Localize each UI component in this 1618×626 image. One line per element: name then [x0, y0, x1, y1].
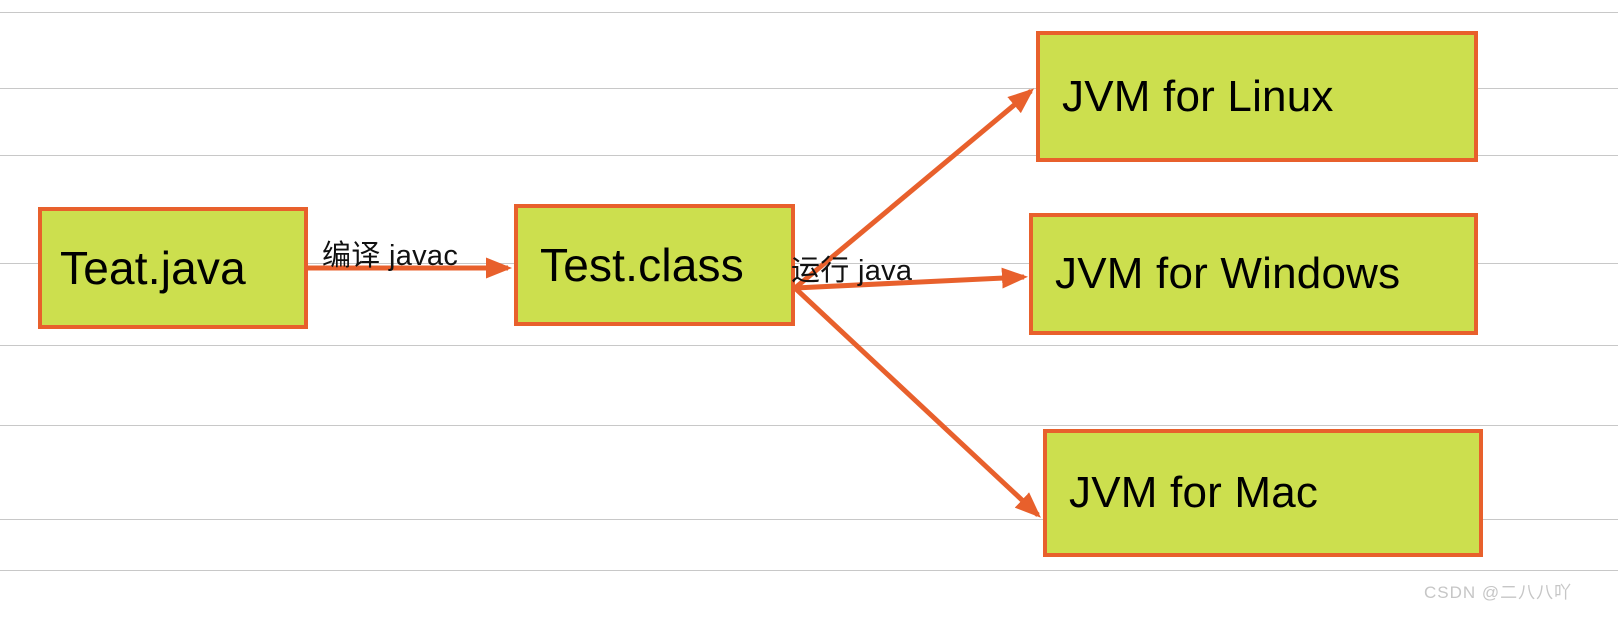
- gridline: [0, 263, 1618, 264]
- gridline: [0, 155, 1618, 156]
- arrow-run-linux: [793, 88, 1035, 290]
- node-source-file[interactable]: Teat.java: [38, 207, 308, 329]
- gridline: [0, 88, 1618, 89]
- node-bytecode-file[interactable]: Test.class: [514, 204, 795, 326]
- arrow-run-windows: [794, 267, 1028, 291]
- arrow-run-mac: [793, 286, 1041, 518]
- node-label: JVM for Linux: [1062, 71, 1334, 121]
- node-jvm-linux[interactable]: JVM for Linux: [1036, 31, 1478, 162]
- gridline: [0, 570, 1618, 571]
- node-label: JVM for Windows: [1055, 249, 1401, 298]
- edge-label-run: 运行 java: [791, 255, 913, 287]
- node-label: Teat.java: [60, 242, 246, 294]
- gridline: [0, 12, 1618, 13]
- watermark: CSDN @二八八吖: [1424, 583, 1573, 602]
- gridline: [0, 519, 1618, 520]
- node-label: JVM for Mac: [1069, 468, 1319, 517]
- gridline: [0, 425, 1618, 426]
- node-jvm-mac[interactable]: JVM for Mac: [1043, 429, 1483, 557]
- node-label: Test.class: [540, 239, 744, 291]
- gridline: [0, 345, 1618, 346]
- edge-label-compile: 编译 javac: [322, 240, 459, 272]
- node-jvm-windows[interactable]: JVM for Windows: [1029, 213, 1478, 335]
